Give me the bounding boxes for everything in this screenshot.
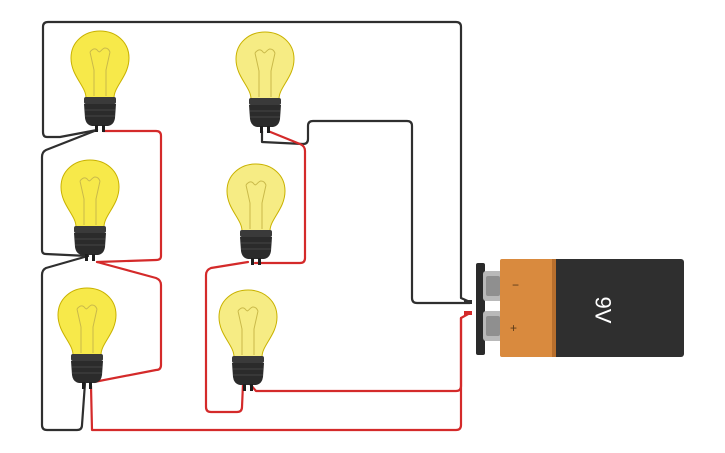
- wire-right-top-positive[interactable]: [253, 129, 307, 265]
- wire-left-top-to-middle[interactable]: [40, 128, 99, 258]
- bulb-right-middle[interactable]: [226, 163, 286, 266]
- battery-clip: [476, 263, 485, 355]
- minus-sign: −: [512, 278, 519, 292]
- wire-top-loop-negative[interactable]: [41, 20, 472, 304]
- bulb-left-top[interactable]: [70, 30, 130, 133]
- wires: [40, 20, 472, 432]
- bulb-left-bottom[interactable]: [57, 287, 117, 390]
- battery-9v[interactable]: − + 9V: [464, 259, 684, 357]
- wire-left-middle-to-bottom[interactable]: [40, 254, 90, 432]
- wire-left-middle-positive[interactable]: [92, 260, 163, 384]
- battery-label-band: [500, 259, 556, 357]
- wire-right-top-negative[interactable]: [260, 119, 472, 305]
- wire-right-bottom-positive[interactable]: [248, 316, 463, 393]
- wire-right-middle-positive[interactable]: [204, 260, 250, 414]
- wire-left-top-positive[interactable]: [95, 129, 163, 264]
- battery-voltage-label: 9V: [591, 297, 616, 324]
- bulb-left-middle[interactable]: [60, 159, 120, 262]
- bulb-right-top[interactable]: [235, 31, 295, 134]
- wire-left-bottom-positive[interactable]: [89, 311, 472, 432]
- plus-sign: +: [510, 321, 517, 335]
- bulb-right-bottom[interactable]: [218, 289, 278, 392]
